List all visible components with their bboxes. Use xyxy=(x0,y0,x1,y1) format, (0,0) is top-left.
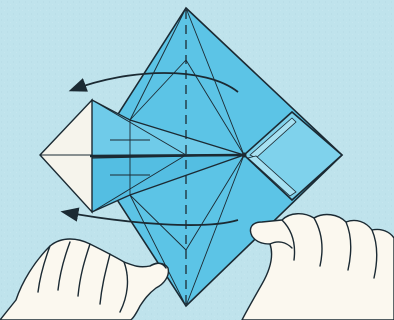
center-dot xyxy=(242,153,247,158)
center-fold-line xyxy=(90,155,246,156)
